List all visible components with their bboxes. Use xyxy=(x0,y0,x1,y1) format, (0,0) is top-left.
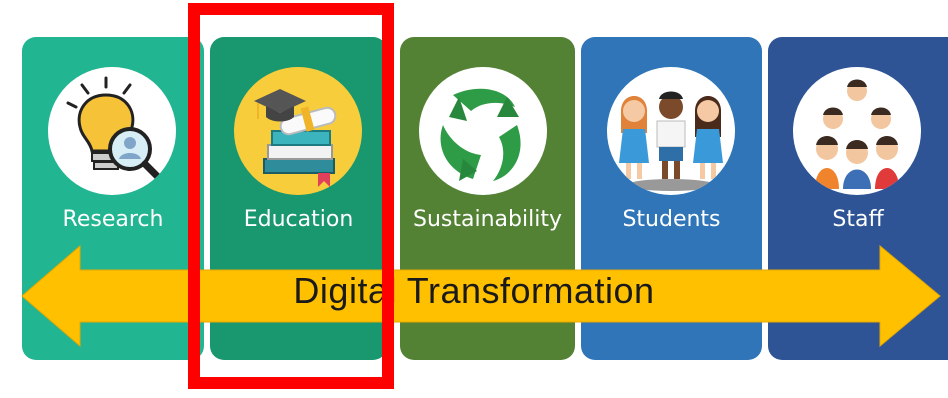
students-group-icon xyxy=(607,67,735,195)
highlight-box xyxy=(188,3,394,389)
graduation-books-icon xyxy=(234,67,362,195)
panel-label: Research xyxy=(62,207,164,232)
panel-label: Education xyxy=(243,207,354,232)
panel-label: Sustainability xyxy=(413,207,562,232)
arrow-label: Digital Transformation xyxy=(293,270,655,311)
panel-label: Students xyxy=(622,207,721,232)
panel-research: Research xyxy=(22,37,204,360)
panel-label: Staff xyxy=(832,207,884,232)
staff-people-icon xyxy=(793,67,921,195)
recycle-leaves-icon xyxy=(419,67,547,195)
lightbulb-magnifier-icon xyxy=(48,67,176,195)
